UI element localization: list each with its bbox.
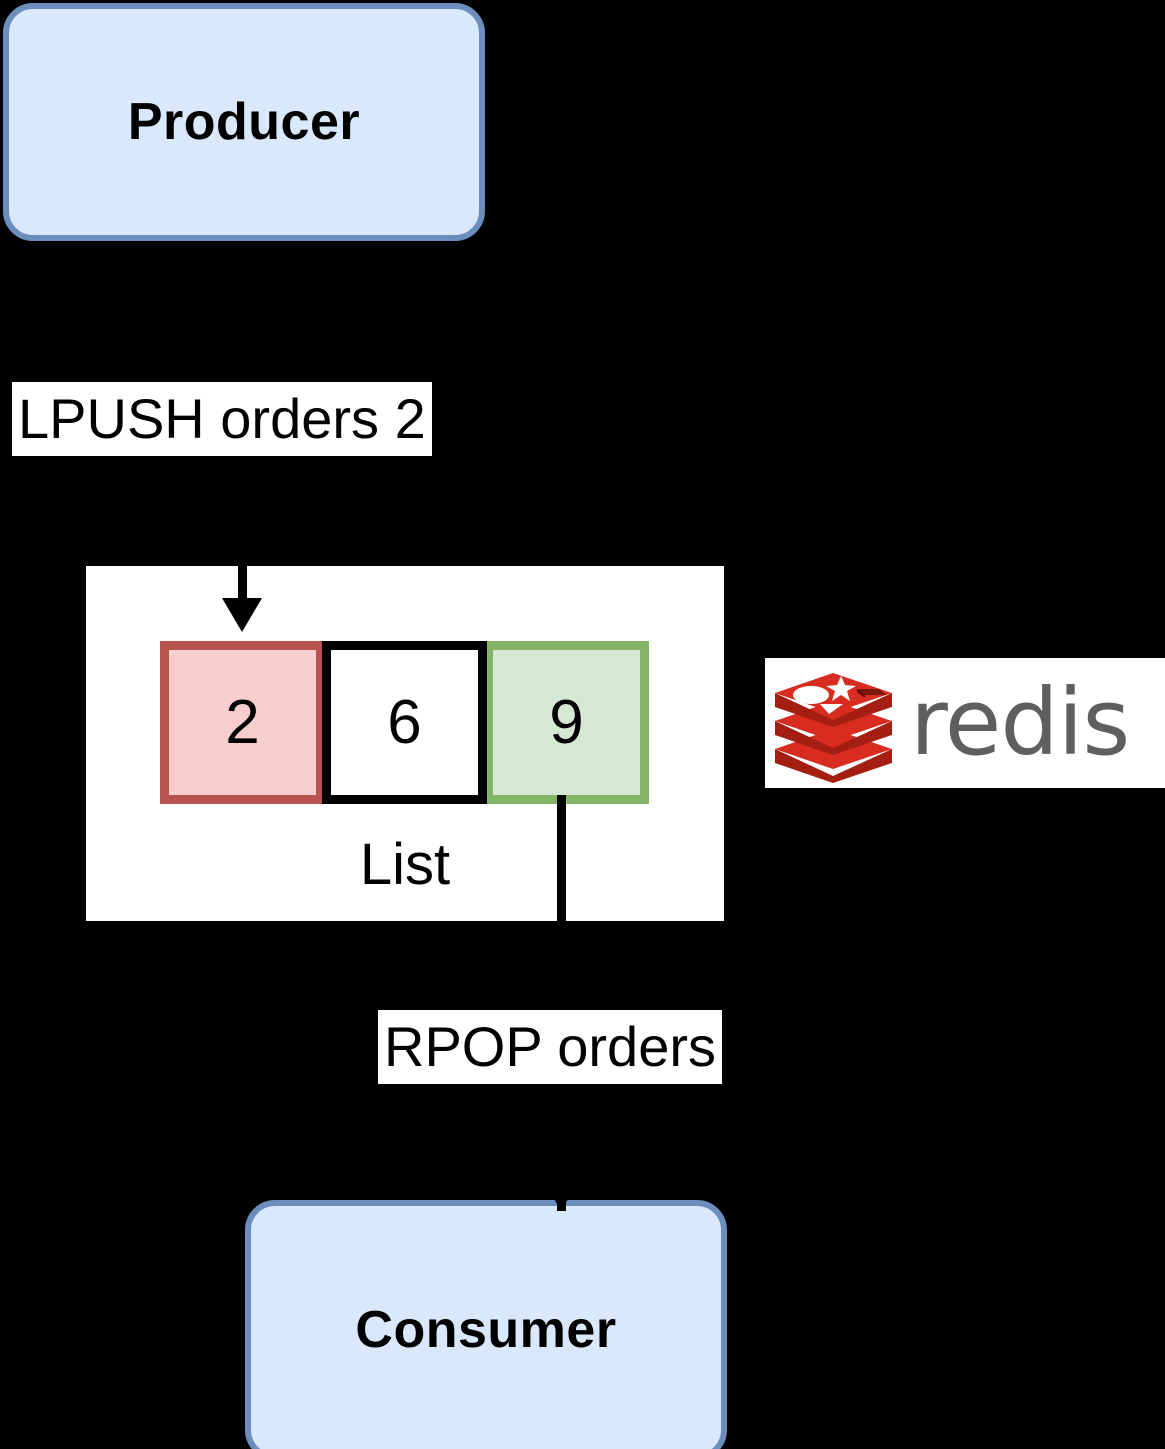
list-caption: List — [359, 832, 451, 897]
producer-label: Producer — [127, 93, 361, 151]
arrow-down-icon — [222, 598, 262, 632]
list-cell[interactable]: 6 — [322, 641, 487, 804]
list-cell[interactable]: 2 — [160, 641, 325, 804]
list-cell[interactable]: 9 — [484, 641, 649, 804]
list-cell-value: 6 — [387, 687, 422, 757]
lpush-edge-label: LPUSH orders 2 — [12, 382, 432, 457]
list-cell-value: 2 — [225, 687, 260, 757]
redis-cube-icon — [775, 673, 892, 783]
redis-wordmark: redis — [910, 669, 1130, 776]
lpush-connector-lower — [238, 566, 247, 611]
redis-logo: redis — [765, 658, 1165, 788]
list-cell-value: 9 — [549, 687, 584, 757]
consumer-node[interactable]: Consumer — [245, 1200, 727, 1449]
producer-node[interactable]: Producer — [3, 3, 485, 241]
arrow-down-small-icon — [552, 1196, 570, 1210]
rpop-connector-upper — [557, 795, 566, 921]
rpop-edge-label: RPOP orders — [378, 1010, 722, 1085]
consumer-label: Consumer — [355, 1301, 617, 1359]
